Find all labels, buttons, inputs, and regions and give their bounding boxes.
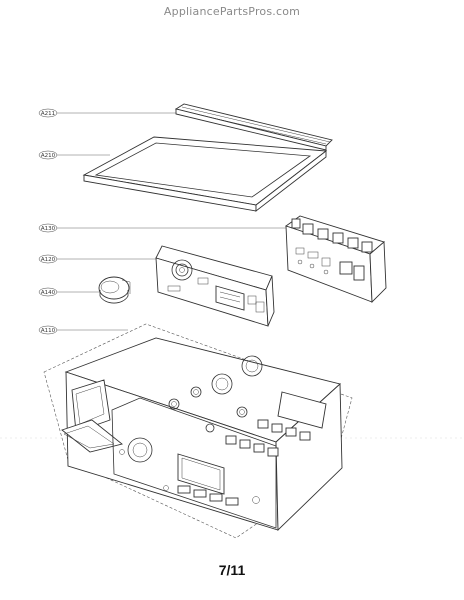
part-a211-top-rail bbox=[174, 103, 333, 151]
callout-a140: A140 bbox=[38, 287, 100, 297]
callout-a110: A110 bbox=[38, 325, 128, 335]
callout-a120: A120 bbox=[38, 254, 156, 264]
callout-a110-label: A110 bbox=[41, 328, 56, 334]
callout-a130: A130 bbox=[38, 223, 288, 233]
callout-a210: A210 bbox=[38, 150, 110, 160]
callout-a130-label: A130 bbox=[41, 226, 56, 232]
callout-a211-label: A211 bbox=[41, 111, 55, 117]
callout-a210-label: A210 bbox=[41, 153, 56, 159]
callout-a140-label: A140 bbox=[41, 290, 56, 296]
part-a140-knob bbox=[98, 276, 131, 304]
part-a210-frame-panel bbox=[82, 136, 328, 212]
callout-a120-label: A120 bbox=[41, 257, 56, 263]
page-number: 7/11 bbox=[218, 562, 246, 578]
callout-a211: A211 bbox=[38, 108, 178, 118]
part-a110-control-panel bbox=[43, 323, 353, 539]
part-a120-display-board bbox=[155, 245, 275, 327]
watermark-text: AppliancePartsPros.com bbox=[163, 5, 301, 18]
part-a130-control-board bbox=[285, 215, 387, 304]
